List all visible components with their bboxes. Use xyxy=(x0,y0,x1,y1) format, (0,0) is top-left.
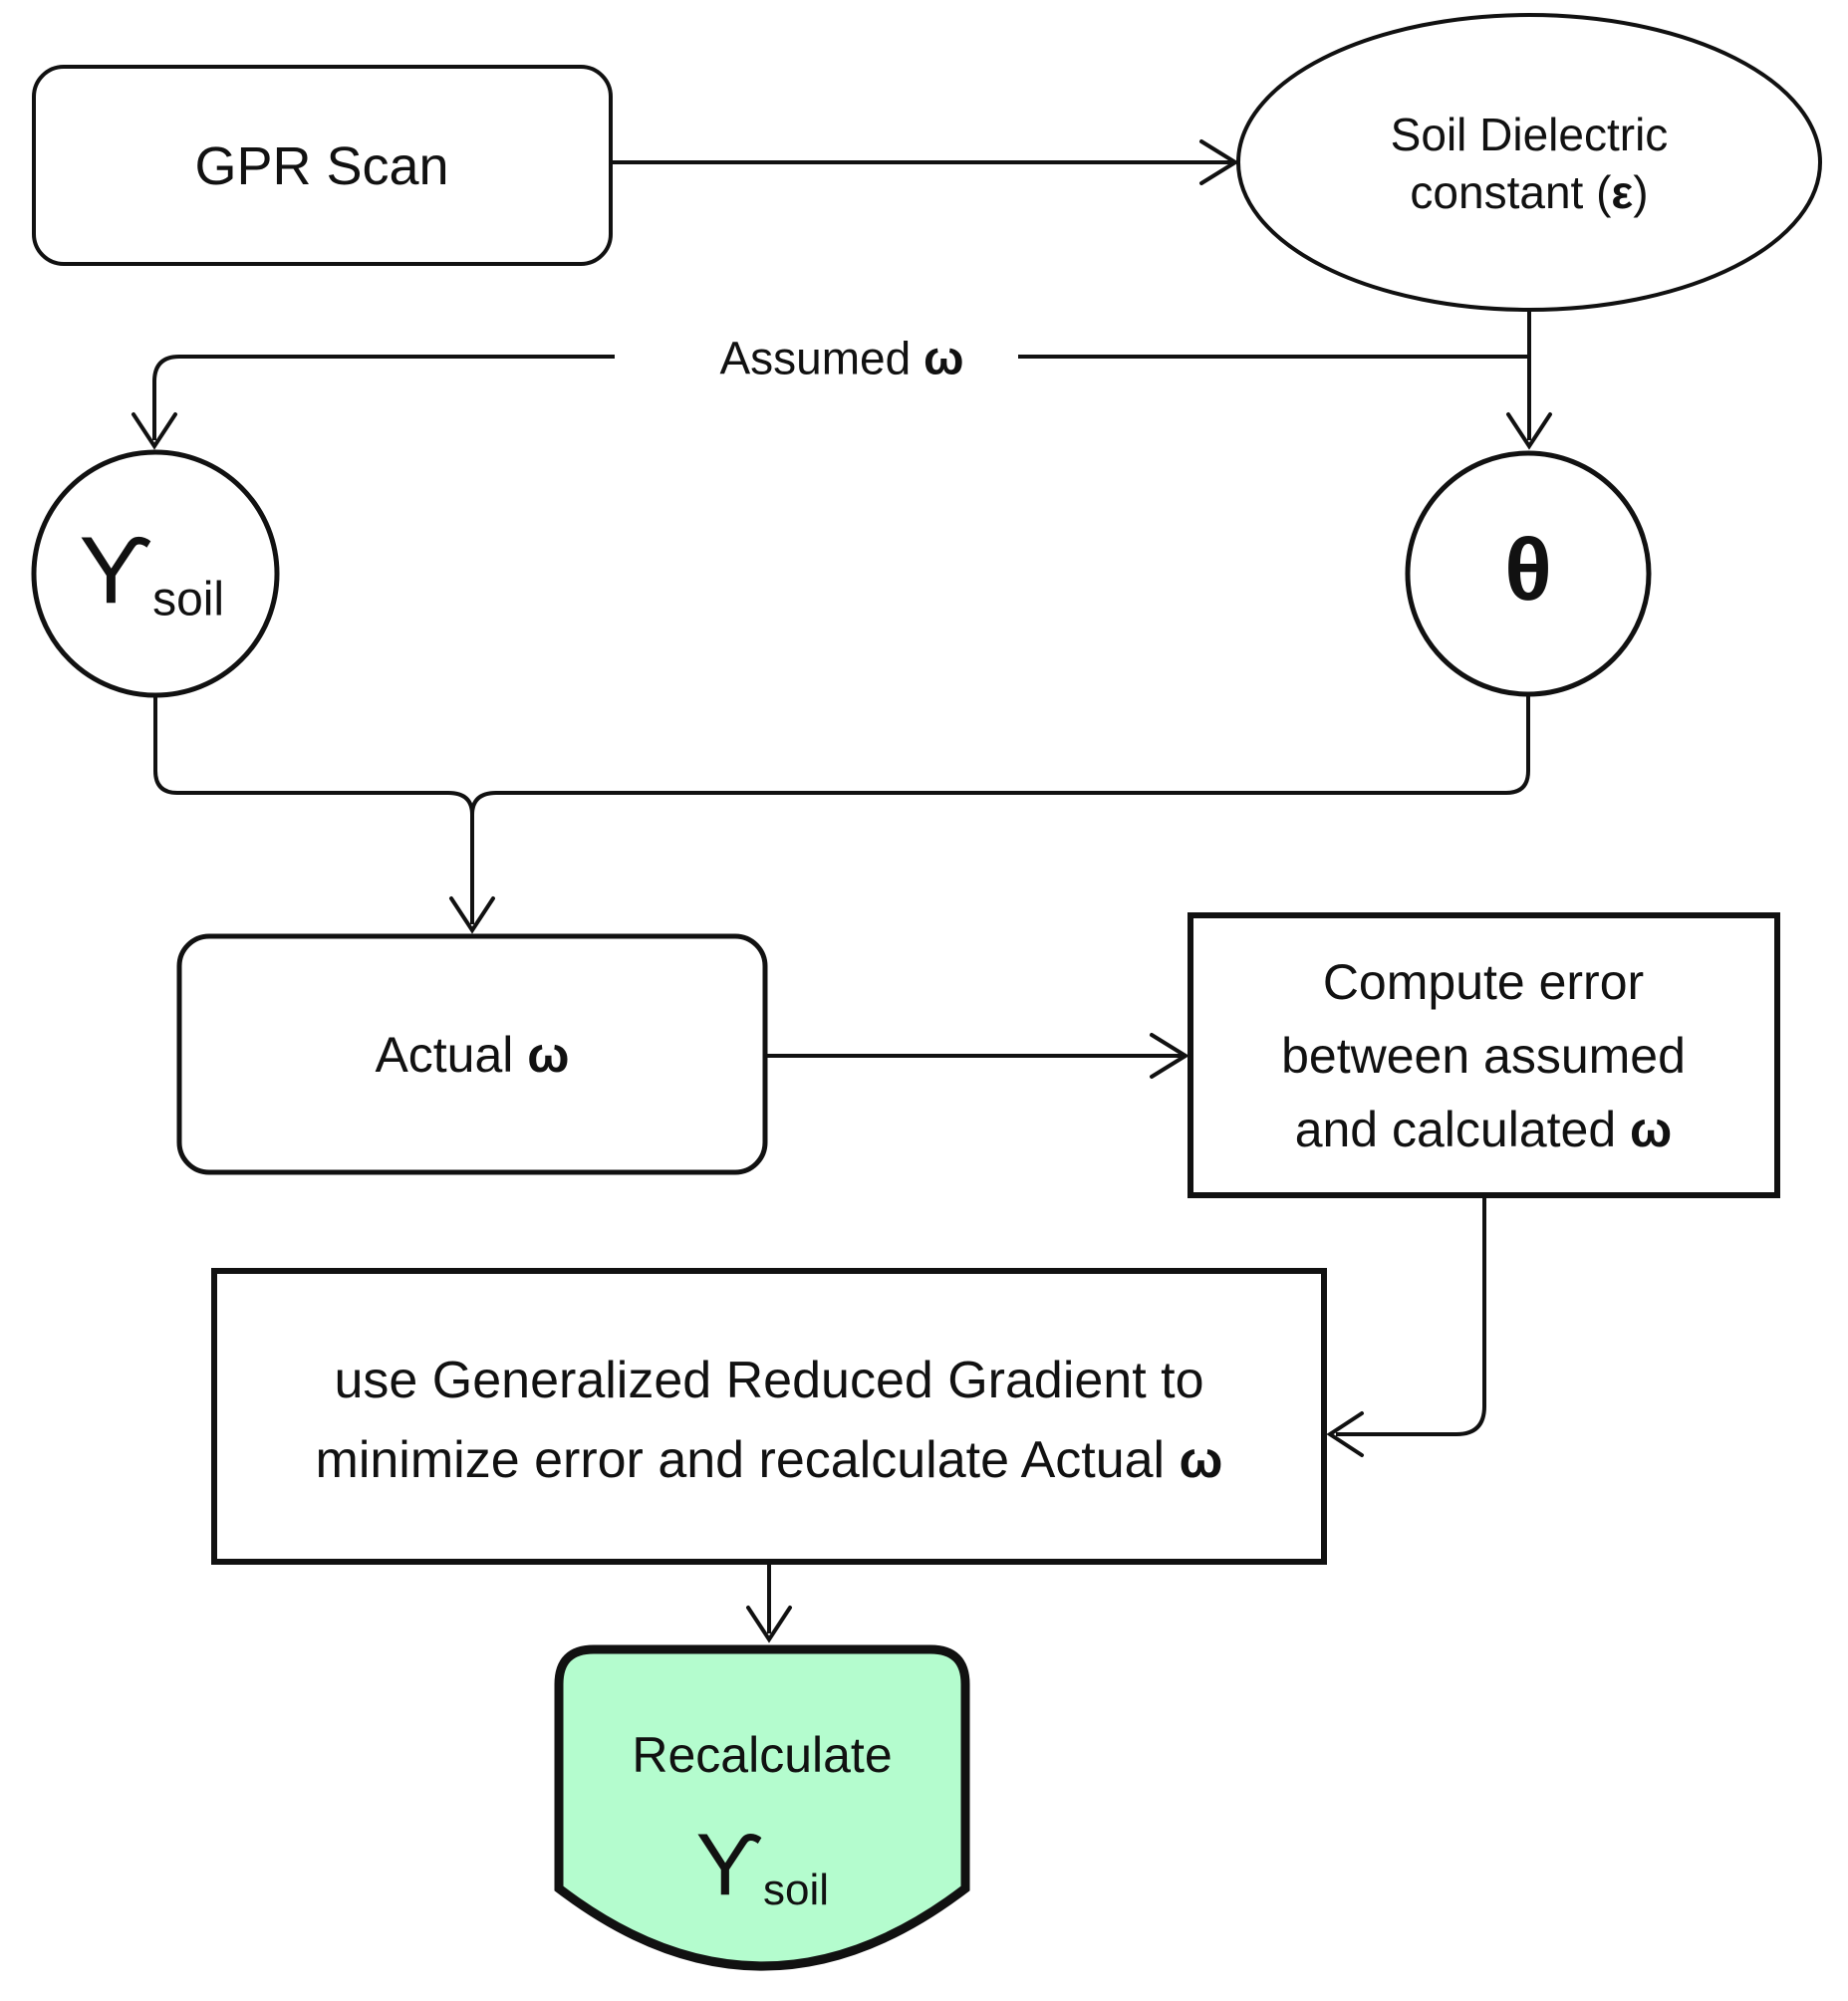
theta-label: θ xyxy=(1504,520,1552,619)
grg-box xyxy=(211,1268,1327,1565)
grg-line1: use Generalized Reduced Gradient to xyxy=(334,1352,1204,1409)
compute-error-line3: and calculated ω xyxy=(1294,1102,1673,1157)
connector-gamma-to-merge xyxy=(153,695,474,816)
soil-dielectric-line2: constant (ε) xyxy=(1410,166,1649,218)
recalculate-label: Recalculate xyxy=(632,1727,893,1783)
soil-dielectric-label: Soil Dielectric constant (ε) xyxy=(1391,106,1669,221)
recalculate-gamma-shape xyxy=(554,1644,970,1971)
compute-error-line1: Compute error xyxy=(1322,954,1645,1010)
actual-omega-label: Actual ω xyxy=(375,1027,570,1083)
recalculate-gamma-label: ϒsoil xyxy=(694,1815,830,1914)
arrowhead-right-dielectric xyxy=(1199,139,1239,185)
gpr-scan-label: GPR Scan xyxy=(194,136,449,196)
arrowhead-down-recalculate xyxy=(746,1606,792,1643)
connector-assumed-to-gamma xyxy=(152,355,615,440)
arrowhead-left-grg xyxy=(1326,1411,1364,1457)
arrowhead-down-actual xyxy=(449,896,495,934)
arrowhead-down-theta xyxy=(1506,412,1552,450)
grg-line2: minimize error and recalculate Actual ω xyxy=(315,1431,1223,1489)
connector-compute-to-grg xyxy=(1336,1195,1486,1436)
soil-dielectric-line1: Soil Dielectric xyxy=(1390,109,1669,160)
connector-theta-to-merge xyxy=(470,694,1530,816)
compute-error-box xyxy=(1188,912,1780,1198)
assumed-omega-label: Assumed ω xyxy=(719,332,964,385)
compute-error-label: Compute error between assumed and calcul… xyxy=(1281,945,1686,1166)
gpr-scan-box xyxy=(32,65,613,266)
arrowhead-right-compute xyxy=(1150,1033,1189,1079)
gamma-soil-label: ϒsoil xyxy=(78,517,225,626)
grg-label: use Generalized Reduced Gradient to mini… xyxy=(316,1341,1223,1500)
compute-error-line2: between assumed xyxy=(1281,1028,1686,1084)
arrowhead-down-gamma xyxy=(132,412,177,450)
